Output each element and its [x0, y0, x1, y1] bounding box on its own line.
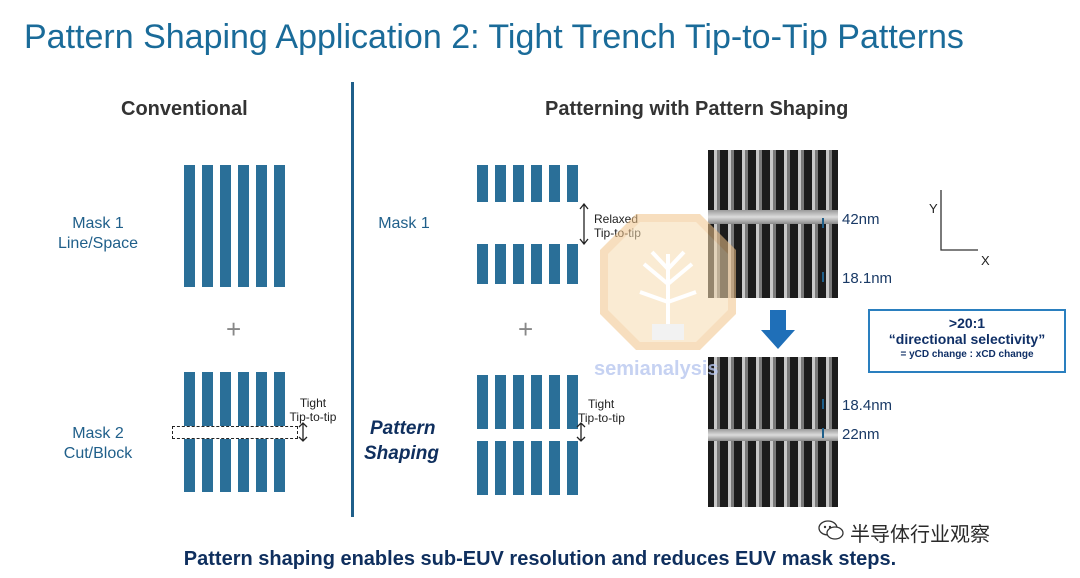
- line-bar: [513, 244, 524, 284]
- left-tight-line2: Tip-to-tip: [289, 410, 337, 424]
- left-plus-sign: +: [226, 314, 242, 344]
- right-mask1-label: Mask 1: [378, 215, 430, 232]
- line-bar: [274, 165, 285, 287]
- right-shaped-top-bars: [477, 375, 578, 429]
- column-divider: [351, 82, 354, 517]
- measure-tick: [822, 218, 824, 228]
- line-bar: [513, 165, 524, 202]
- left-mask2-line2: Cut/Block: [63, 445, 133, 462]
- line-bar: [477, 375, 488, 429]
- right-tight-line1: Tight: [588, 397, 615, 411]
- left-mask1-line2: Line/Space: [57, 235, 139, 252]
- line-bar: [549, 244, 560, 284]
- line-bar: [238, 165, 249, 287]
- left-tight-arrow-icon: [298, 422, 308, 442]
- right-tight-line2: Tip-to-tip: [578, 411, 625, 425]
- right-mask1-top-bars: [477, 165, 578, 202]
- xy-axes-icon: [940, 190, 978, 251]
- right-mask1-bottom-bars: [477, 244, 578, 284]
- line-bar: [567, 244, 578, 284]
- footer-summary: Pattern shaping enables sub-EUV resoluti…: [183, 548, 897, 570]
- line-bar: [495, 375, 506, 429]
- line-bar: [549, 375, 560, 429]
- line-bar: [549, 441, 560, 495]
- x-axis-label: X: [981, 253, 990, 268]
- sem-measure-18-4nm: 18.4nm: [842, 397, 893, 414]
- right-tight-label: Tight Tip-to-tip: [578, 397, 625, 425]
- sem-measure-42nm: 42nm: [842, 211, 880, 228]
- line-bar: [531, 244, 542, 284]
- semianalysis-logo-icon: [600, 214, 736, 350]
- line-bar: [513, 375, 524, 429]
- conventional-heading: Conventional: [121, 98, 248, 120]
- left-mask2-label: Mask 2 Cut/Block: [50, 424, 146, 464]
- line-bar: [184, 165, 195, 287]
- line-bar: [549, 165, 560, 202]
- line-bar: [495, 244, 506, 284]
- line-bar: [477, 441, 488, 495]
- line-bar: [495, 441, 506, 495]
- cut-block-rect: [172, 426, 298, 439]
- line-bar: [256, 165, 267, 287]
- line-bar: [477, 244, 488, 284]
- right-shaped-bottom-bars: [477, 441, 578, 495]
- pattern-shaping-label: Pattern Shaping: [364, 416, 439, 466]
- line-bar: [202, 165, 213, 287]
- slide-title: Pattern Shaping Application 2: Tight Tre…: [24, 18, 964, 56]
- line-bar: [567, 441, 578, 495]
- sem-measure-18-1nm: 18.1nm: [842, 270, 893, 287]
- left-mask1-label: Mask 1 Line/Space: [50, 214, 146, 254]
- line-bar: [220, 165, 231, 287]
- wechat-icon: [818, 520, 844, 540]
- line-bar: [531, 375, 542, 429]
- right-plus-sign: +: [518, 314, 534, 344]
- sem-image-after: [708, 357, 838, 507]
- line-bar: [495, 165, 506, 202]
- y-axis-label: Y: [929, 201, 938, 216]
- measure-tick: [822, 399, 824, 409]
- line-bar: [477, 165, 488, 202]
- watermark-text: 半导体行业观察: [850, 524, 990, 546]
- line-bar: [567, 375, 578, 429]
- selectivity-detail: = yCD change : xCD change: [900, 349, 1034, 360]
- line-bar: [531, 165, 542, 202]
- left-mask1-line1: Mask 1: [72, 215, 124, 232]
- measure-tick: [822, 272, 824, 282]
- selectivity-ratio: >20:1: [948, 315, 986, 331]
- measure-tick: [822, 428, 824, 438]
- line-bar: [567, 165, 578, 202]
- down-arrow-icon: [761, 310, 795, 349]
- sem-measure-22nm: 22nm: [842, 426, 880, 443]
- left-tight-line1: Tight: [299, 396, 327, 410]
- right-tight-arrow-icon: [576, 422, 586, 442]
- relaxed-line1: Relaxed: [594, 212, 639, 226]
- sem-tip-gap-band: [708, 210, 838, 224]
- line-bar: [531, 441, 542, 495]
- directional-selectivity-box: >20:1 “directional selectivity” = yCD ch…: [868, 309, 1066, 373]
- selectivity-label: “directional selectivity”: [888, 331, 1046, 347]
- line-bar: [513, 441, 524, 495]
- left-mask2-line1: Mask 2: [72, 425, 124, 442]
- left-mask1-bars: [184, 165, 285, 287]
- sem-tip-gap-band: [708, 429, 838, 441]
- sem-image-before: [708, 150, 838, 298]
- pattern-shaping-line2: Shaping: [364, 443, 439, 464]
- pattern-shaping-heading: Patterning with Pattern Shaping: [545, 98, 849, 120]
- relaxed-arrow-icon: [579, 203, 589, 245]
- pattern-shaping-line1: Pattern: [370, 418, 436, 439]
- left-tight-label: Tight Tip-to-tip: [286, 396, 340, 424]
- semianalysis-logo-text: semianalysis: [594, 358, 719, 380]
